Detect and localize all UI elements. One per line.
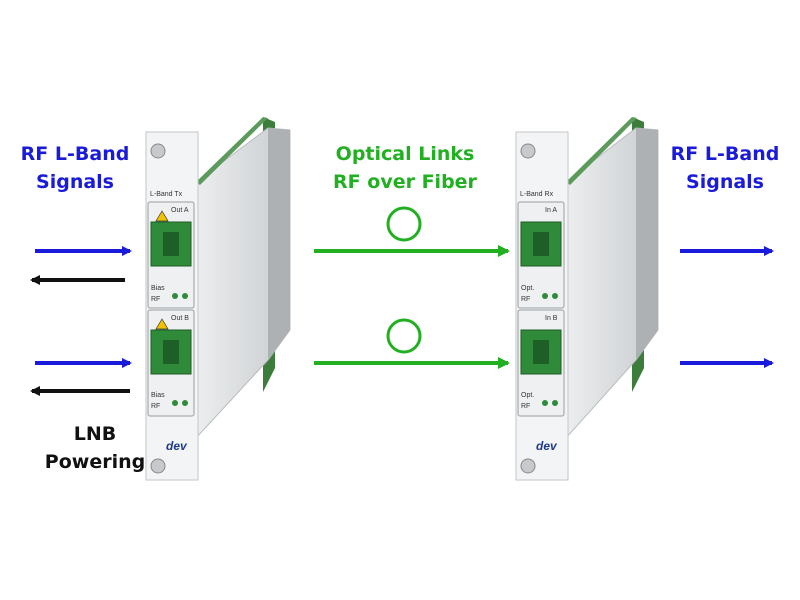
- tx-led-label-bias-a: Bias: [151, 285, 165, 292]
- screw-icon: [520, 143, 536, 159]
- rx-connector-b-slot: [533, 340, 549, 364]
- rx-port-label-b: In B: [545, 315, 558, 322]
- tx-port-label-a: Out A: [171, 207, 189, 214]
- tx-led-label-bias-b: Bias: [151, 392, 165, 399]
- tx-connector-b-slot: [163, 340, 179, 364]
- screw-icon: [520, 458, 536, 474]
- rx-led-opt-a: [542, 293, 548, 299]
- rx-module: L-Band Rx In A Opt. RF In B Opt. RF dev: [515, 117, 659, 481]
- rx-logo: dev: [536, 439, 558, 453]
- optical-links-label: Optical Links RF over Fiber: [333, 143, 477, 193]
- screw-icon: [150, 458, 166, 474]
- rx-led-label-opt-a: Opt.: [521, 285, 534, 292]
- rx-led-rf-b: [552, 400, 558, 406]
- tx-module-name: L-Band Tx: [150, 191, 183, 198]
- rx-led-rf-a: [552, 293, 558, 299]
- tx-led-bias-a: [172, 293, 178, 299]
- tx-led-label-rf-a: RF: [151, 296, 160, 303]
- tx-port-label-b: Out B: [171, 315, 189, 322]
- laser-warning-icon: [155, 318, 169, 330]
- rx-connector-a-slot: [533, 232, 549, 256]
- tx-logo: dev: [166, 439, 188, 453]
- tx-led-rf-b: [182, 400, 188, 406]
- tx-led-label-rf-b: RF: [151, 403, 160, 410]
- tx-led-rf-a: [182, 293, 188, 299]
- tx-top-edge: [196, 117, 268, 185]
- rf-input-label: RF L-Band Signals: [20, 143, 130, 193]
- rx-heatsink: [636, 128, 658, 360]
- rx-module-name: L-Band Rx: [520, 191, 554, 198]
- rx-top-edge: [566, 117, 637, 185]
- fiber-loop-icon: [386, 318, 422, 354]
- screw-icon: [150, 143, 166, 159]
- rx-led-opt-b: [542, 400, 548, 406]
- rx-led-label-rf-a: RF: [521, 296, 530, 303]
- rx-port-label-a: In A: [545, 207, 557, 214]
- rf-output-label: RF L-Band Signals: [670, 143, 780, 193]
- tx-heatsink: [268, 128, 290, 360]
- rx-led-label-rf-b: RF: [521, 403, 530, 410]
- laser-warning-icon: [155, 210, 169, 222]
- tx-connector-a-slot: [163, 232, 179, 256]
- tx-led-bias-b: [172, 400, 178, 406]
- rx-led-label-opt-b: Opt.: [521, 392, 534, 399]
- fiber-loop-icon: [386, 206, 422, 242]
- tx-module: L-Band Tx Out A Bias RF Out B Bias RF de…: [145, 117, 291, 481]
- lnb-powering-label: LNB Powering: [44, 423, 146, 473]
